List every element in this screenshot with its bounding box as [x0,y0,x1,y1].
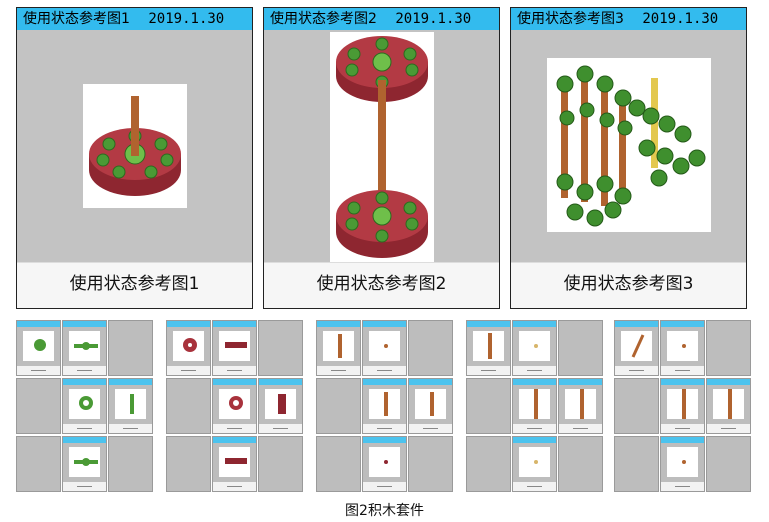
empty-cell [108,320,153,376]
part-view-card [660,378,705,434]
empty-cell [706,320,751,376]
part-view-card [362,378,407,434]
empty-cell [466,436,511,492]
part-view-card [62,378,107,434]
part-view-card [362,320,407,376]
panel-title: 使用状态参考图3 [517,11,624,27]
two-disc-axle-illustration [330,32,434,264]
empty-cell [316,378,361,434]
empty-cell [408,320,453,376]
empty-cell [614,378,659,434]
part-view-card [62,320,107,376]
part-view-grid-2 [166,320,305,493]
panel-date: 2019.1.30 [148,11,225,27]
part-view-card [16,320,61,376]
panel-caption: 使用状态参考图1 [17,262,252,308]
reference-panel-2: 使用状态参考图2 2019.1.30 使用状态参考图2 [263,7,500,309]
part-view-card [362,436,407,492]
empty-cell [558,320,603,376]
empty-cell [16,378,61,434]
panel-caption: 使用状态参考图3 [511,262,746,308]
empty-cell [16,436,61,492]
panel-date: 2019.1.30 [642,11,719,27]
panel-title-bar: 使用状态参考图1 2019.1.30 [17,8,252,30]
panel-title-bar: 使用状态参考图2 2019.1.30 [264,8,499,30]
part-view-card [212,320,257,376]
part-view-card [62,436,107,492]
empty-cell [316,436,361,492]
part-view-card [512,378,557,434]
part-view-card [408,378,453,434]
part-view-card [258,378,303,434]
empty-cell [258,436,303,492]
part-view-grid-3 [316,320,455,493]
part-view-card [166,320,211,376]
empty-cell [706,436,751,492]
part-view-grid-5 [614,320,753,493]
reference-panel-1: 使用状态参考图1 2019.1.30 使用状态参考图1 [16,7,253,309]
part-view-card [466,320,511,376]
empty-cell [466,378,511,434]
part-view-card [660,320,705,376]
part-view-card [212,436,257,492]
empty-cell [258,320,303,376]
part-view-card [212,378,257,434]
panel-date: 2019.1.30 [395,11,472,27]
ball-and-rod-structure-illustration [547,58,711,232]
part-view-card [316,320,361,376]
panel-title-bar: 使用状态参考图3 2019.1.30 [511,8,746,30]
part-view-card [512,320,557,376]
empty-cell [408,436,453,492]
figure-caption: 图2积木套件 [345,503,424,519]
part-view-card [614,320,659,376]
panel-title: 使用状态参考图1 [23,11,130,27]
empty-cell [614,436,659,492]
part-view-card [108,378,153,434]
empty-cell [108,436,153,492]
part-view-card [512,436,557,492]
disc-with-rod-illustration [83,84,187,208]
part-view-card [706,378,751,434]
reference-panel-3: 使用状态参考图3 2019.1.30 使用状态参考图3 [510,7,747,309]
part-view-grid-4 [466,320,605,493]
panel-title: 使用状态参考图2 [270,11,377,27]
empty-cell [166,378,211,434]
part-view-card [558,378,603,434]
part-view-grid-1 [16,320,155,493]
empty-cell [166,436,211,492]
empty-cell [558,436,603,492]
panel-caption: 使用状态参考图2 [264,262,499,308]
part-view-card [660,436,705,492]
